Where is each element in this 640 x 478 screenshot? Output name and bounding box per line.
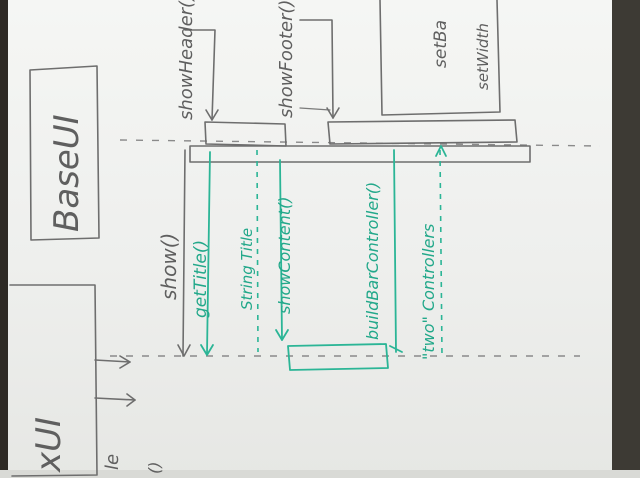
arrow-show-header [184, 29, 216, 121]
right-footer-arrow-stub [299, 107, 331, 111]
activation-show [189, 145, 531, 163]
label-left-paren-partial: () [145, 462, 164, 474]
base-class-box [29, 65, 100, 241]
label-set-bar-partial: setBa [431, 20, 451, 68]
arrow-get-title [206, 151, 211, 355]
label-string-title: String Title [238, 228, 256, 310]
label-show-header: showHeader() [176, 0, 197, 120]
label-left-le-partial: le [102, 454, 123, 470]
left-class-label: xUI [29, 417, 69, 473]
label-show-footer: showFooter() [276, 0, 297, 118]
board-frame-right [612, 0, 640, 478]
arrow-show-content [279, 159, 283, 341]
label-build-bar-controller: buildBarController() [363, 182, 382, 340]
activation-footer [327, 119, 518, 145]
label-show: show() [157, 233, 181, 300]
activation-header [204, 121, 287, 147]
board-bottom-edge [0, 470, 640, 478]
label-show-content: showContent() [275, 197, 294, 314]
activation-content [287, 343, 389, 371]
label-get-title: getTitle() [191, 240, 211, 318]
top-right-box [379, 0, 501, 116]
arrow-show-footer [299, 19, 334, 119]
return-two-controllers [439, 149, 443, 357]
label-two-controllers: "two" Controllers [419, 224, 438, 360]
board-frame-left [0, 0, 8, 478]
arrow-build-bar-controller [393, 149, 397, 353]
arrow-show [182, 149, 186, 357]
base-class-label: BaseUI [47, 114, 87, 232]
label-set-width-partial: setWidth [474, 23, 492, 90]
return-string-title [256, 149, 259, 353]
left-class-box [9, 284, 98, 477]
